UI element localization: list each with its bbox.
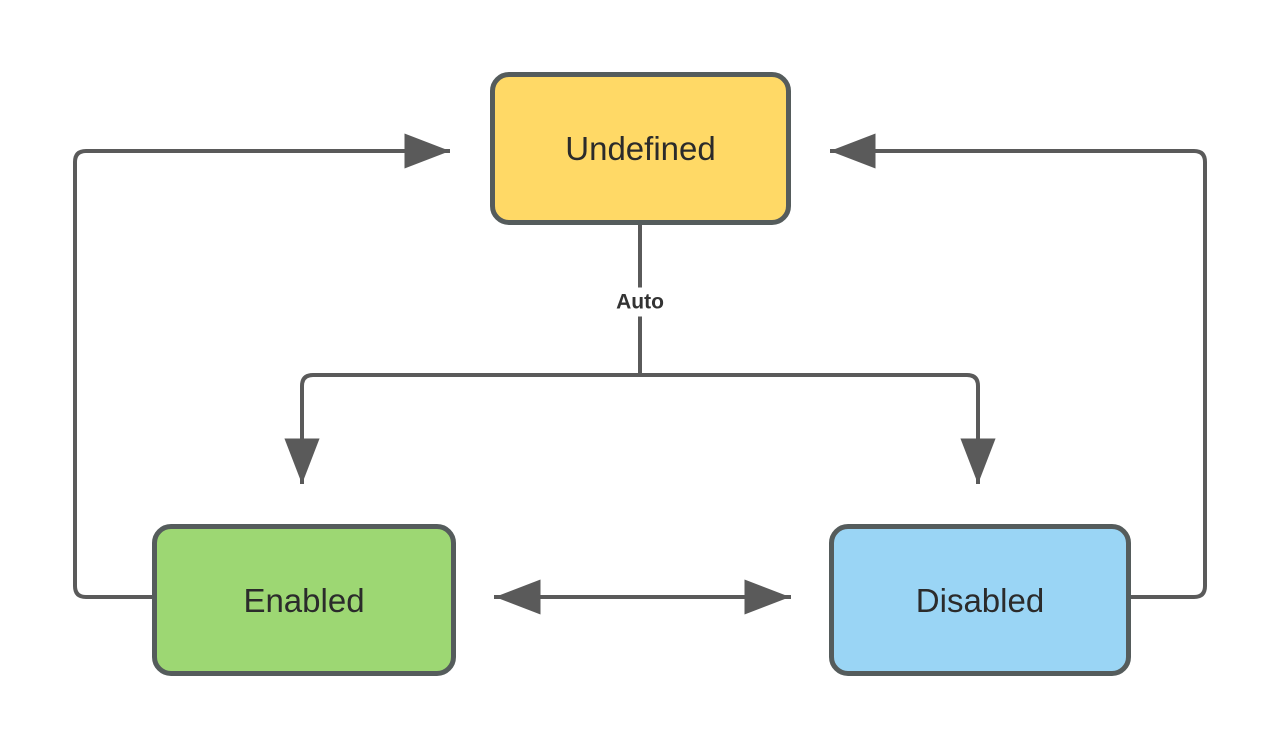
- edge-undefined-to-enabled: [284, 373, 640, 485]
- edge-undefined-to-disabled: [640, 373, 996, 485]
- state-node-undefined-label: Undefined: [565, 130, 716, 167]
- edge-enabled-to-undefined: [73, 133, 451, 599]
- edge-label-auto: Auto: [609, 287, 671, 317]
- state-node-enabled[interactable]: Enabled: [152, 524, 456, 676]
- state-node-disabled[interactable]: Disabled: [829, 524, 1131, 676]
- state-node-undefined[interactable]: Undefined: [490, 72, 791, 225]
- edge-disabled-to-undefined: [829, 133, 1207, 599]
- state-node-disabled-label: Disabled: [915, 581, 1045, 619]
- state-node-enabled-label: Enabled: [243, 581, 365, 619]
